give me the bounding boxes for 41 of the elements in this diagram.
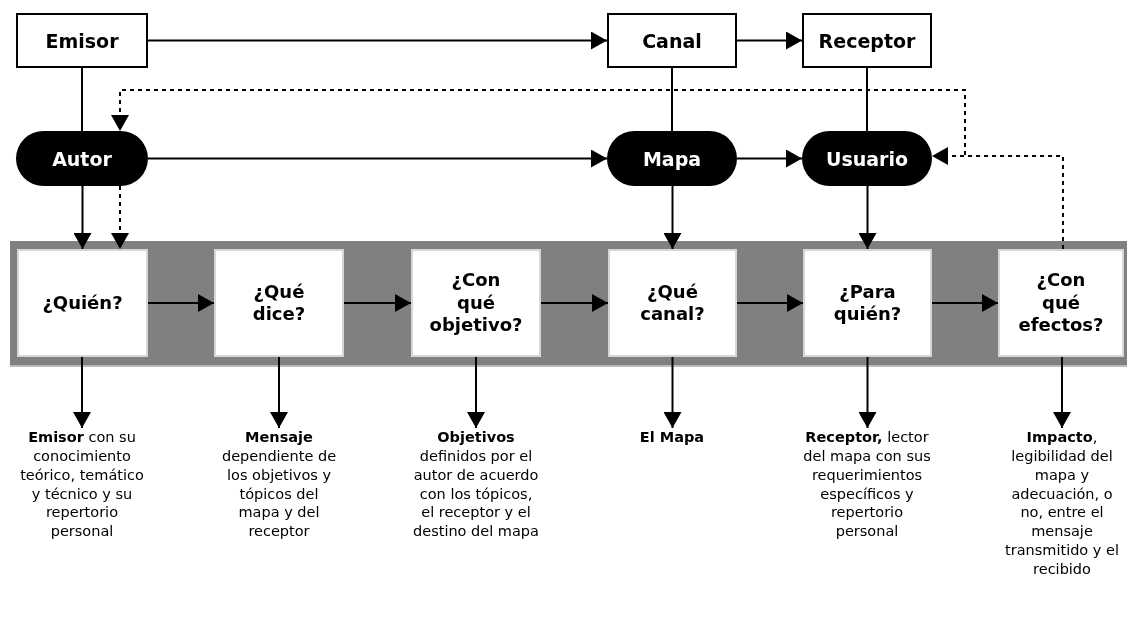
rounded-terminal: Autor (16, 131, 148, 186)
arrow (73, 356, 91, 429)
arrow (147, 149, 608, 168)
description-text: Impacto, legibilidad del mapa y adecuación, o no, entre el mensaje transmitido y el recibido (1000, 428, 1124, 638)
arrow (147, 31, 608, 50)
rounded-terminal: Usuario (802, 131, 932, 186)
arrow (663, 356, 682, 429)
arrow (858, 356, 877, 429)
arrow (1053, 356, 1071, 429)
arrow (343, 294, 412, 312)
process-box: Emisor (16, 13, 148, 68)
question-box: ¿Qué dice? (214, 249, 344, 357)
arrow (147, 294, 215, 312)
question-box: ¿Con qué objetivo? (411, 249, 541, 357)
process-box: Canal (607, 13, 737, 68)
arrow (858, 185, 877, 250)
arrow (736, 31, 803, 50)
arrow (663, 185, 682, 250)
arrow (467, 356, 485, 429)
description-text: Objetivos definidos por el autor de acuerdo con los tópicos, el receptor y el destino del mapa (412, 428, 540, 638)
connector-line (866, 67, 868, 132)
arrow (736, 294, 804, 312)
question-box: ¿Con qué efectos? (998, 249, 1124, 357)
arrow (73, 185, 92, 250)
arrow (736, 149, 803, 168)
description-text: Receptor, lector del mapa con sus requerimientos específicos y repertorio personal (801, 428, 933, 608)
arrow (111, 185, 129, 250)
arrow (540, 294, 609, 312)
arrow (270, 356, 288, 429)
rounded-terminal: Mapa (607, 131, 737, 186)
description-text: Mensaje dependiente de los objetivos y tópicos del mapa y del receptor (219, 428, 339, 608)
question-box: ¿Para quién? (803, 249, 932, 357)
description-text: El Mapa (604, 428, 740, 458)
description-text: Emisor con su conocimiento teórico, temático y técnico y su repertorio personal (20, 428, 144, 608)
connector-line (671, 67, 673, 132)
question-box: ¿Quién? (17, 249, 148, 357)
connector-line (81, 67, 83, 132)
bar-shape (10, 241, 1127, 367)
arrow (931, 294, 999, 312)
process-box: Receptor (802, 13, 932, 68)
question-box: ¿Qué canal? (608, 249, 737, 357)
